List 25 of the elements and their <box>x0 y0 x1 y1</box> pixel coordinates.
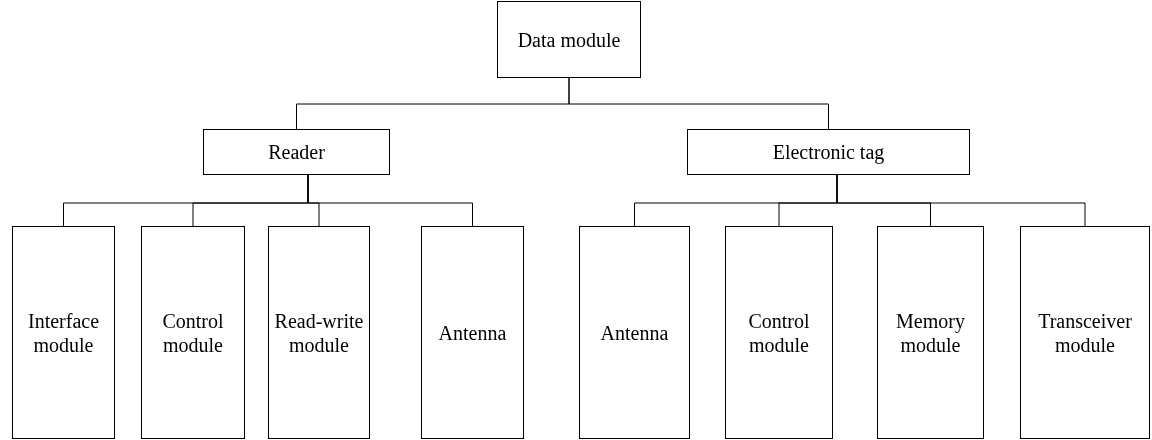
module-box <box>725 226 833 439</box>
module-label: Interface module <box>26 308 100 357</box>
module-box <box>877 226 984 439</box>
module-label: Electronic tag <box>771 140 886 164</box>
module-label: Control module <box>161 308 225 357</box>
module-label: Antenna <box>437 320 508 345</box>
module-box <box>268 226 370 439</box>
connector-line <box>307 174 473 227</box>
module-label: Control module <box>747 308 811 357</box>
module-box <box>579 226 690 439</box>
module-box <box>141 226 245 439</box>
connector-line <box>836 174 1086 227</box>
module-label: Read-write module <box>273 308 365 357</box>
module-box <box>1020 226 1150 439</box>
module-label: Data module <box>516 27 622 52</box>
module-box <box>687 129 970 175</box>
module-label: Antenna <box>599 320 670 345</box>
module-box <box>203 129 390 175</box>
module-label: Reader <box>267 140 326 164</box>
module-label: Memory module <box>895 308 966 357</box>
connector-line <box>568 77 829 130</box>
module-box <box>497 1 641 78</box>
module-box <box>421 226 524 439</box>
module-label: Transceiver module <box>1037 308 1133 357</box>
module-box <box>12 226 115 439</box>
